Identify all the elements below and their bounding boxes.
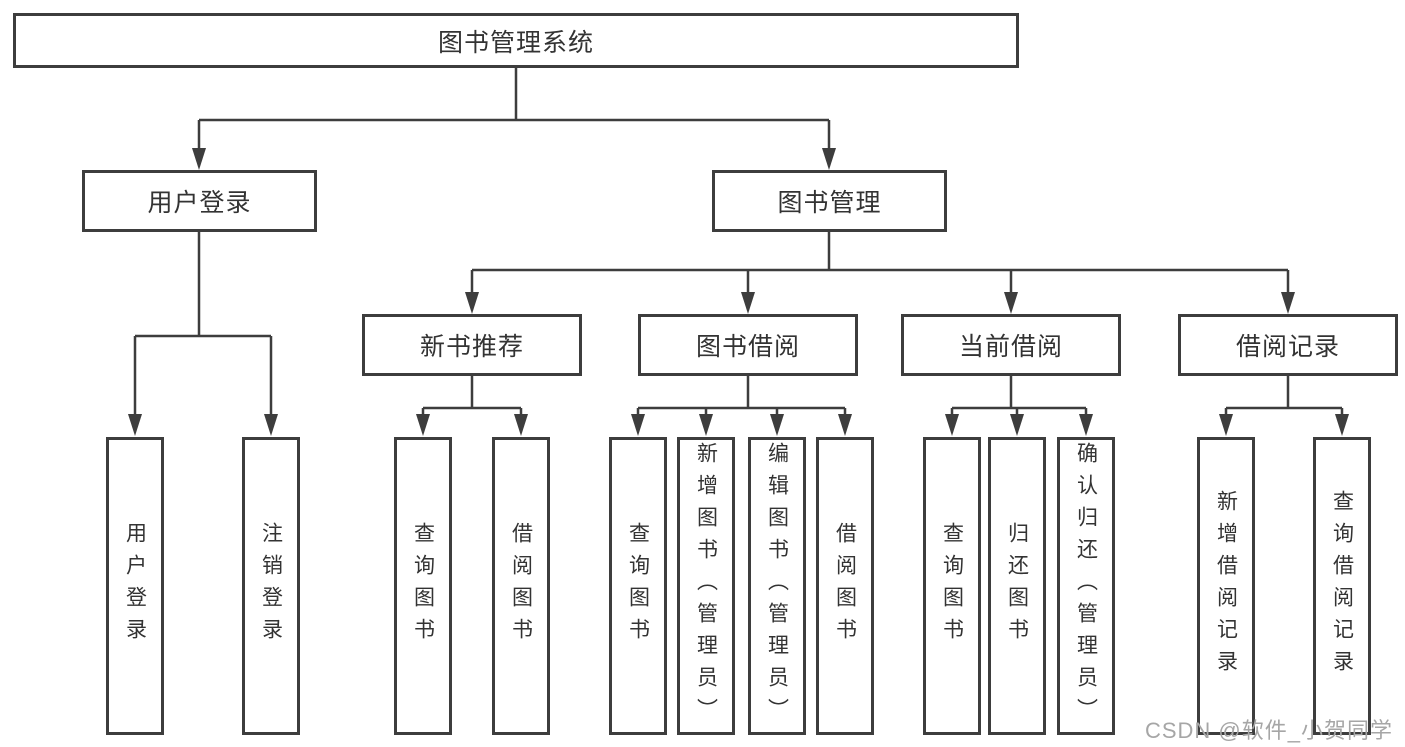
node-root: 图书管理系统 — [13, 13, 1019, 68]
leaf-logout: 注销登录 — [242, 437, 300, 735]
leaf-cb-confirm-return-admin: 确认归还（管理员） — [1057, 437, 1115, 735]
leaf-bb-add-book-admin: 新增图书（管理员） — [677, 437, 735, 735]
leaf-cb-return-book: 归还图书 — [988, 437, 1046, 735]
leaf-rec-query-books: 查询图书 — [394, 437, 452, 735]
leaf-user-login: 用户登录 — [106, 437, 164, 735]
leaf-br-query-record: 查询借阅记录 — [1313, 437, 1371, 735]
node-new-book-recommend: 新书推荐 — [362, 314, 582, 376]
leaf-cb-query-books: 查询图书 — [923, 437, 981, 735]
arrowheads — [128, 148, 1349, 436]
watermark: CSDN @软件_小贺同学 — [1144, 718, 1393, 743]
node-book-management: 图书管理 — [712, 170, 947, 232]
leaf-rec-borrow-books: 借阅图书 — [492, 437, 550, 735]
leaf-br-add-record: 新增借阅记录 — [1197, 437, 1255, 735]
node-borrow-records: 借阅记录 — [1178, 314, 1398, 376]
leaf-bb-query-books: 查询图书 — [609, 437, 667, 735]
node-current-borrow: 当前借阅 — [901, 314, 1121, 376]
leaf-bb-borrow-books: 借阅图书 — [816, 437, 874, 735]
node-book-borrow: 图书借阅 — [638, 314, 858, 376]
leaf-bb-edit-book-admin: 编辑图书（管理员） — [748, 437, 806, 735]
node-user-login: 用户登录 — [82, 170, 317, 232]
